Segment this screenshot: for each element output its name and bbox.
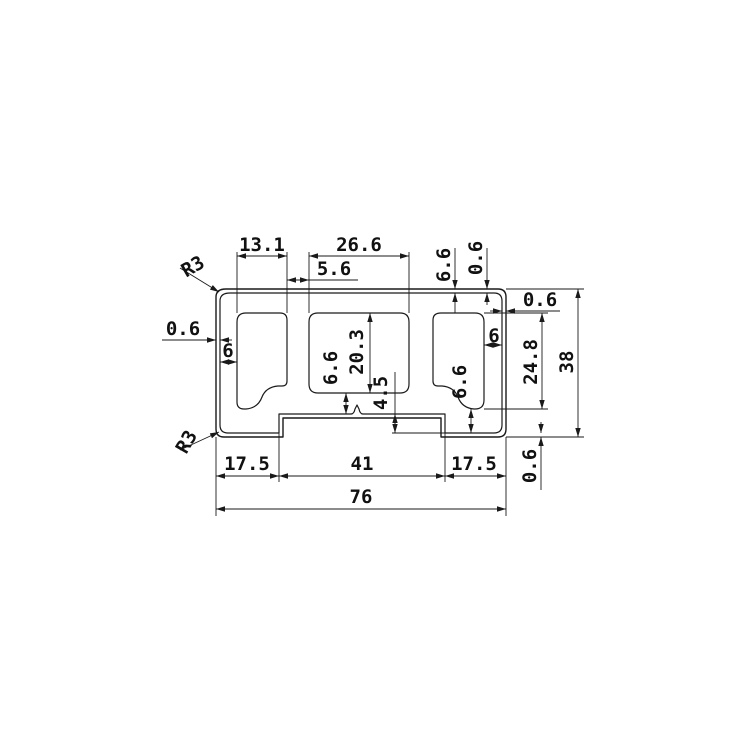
dim-label-13-1: 13.1 bbox=[239, 234, 285, 256]
right-chamber bbox=[432, 312, 485, 410]
dim-label-4-5: 4.5 bbox=[370, 376, 392, 410]
dim-label-6-6-mid: 6.6 bbox=[320, 351, 342, 385]
dim-label-76: 76 bbox=[350, 486, 373, 508]
dim-label-0-6-bottom: 0.6 bbox=[519, 449, 541, 483]
dim-label-38: 38 bbox=[556, 351, 578, 374]
dimension-labels: R3 R3 13.1 26.6 5.6 6.6 0.6 0.6 0.6 6 6 … bbox=[166, 234, 578, 508]
dim-label-26-6: 26.6 bbox=[336, 234, 382, 256]
dim-label-17-5-left: 17.5 bbox=[224, 453, 270, 475]
dim-label-0-6-left: 0.6 bbox=[166, 318, 200, 340]
dim-label-41: 41 bbox=[351, 453, 374, 475]
dim-label-6-6-right: 6.6 bbox=[449, 365, 471, 399]
dimension-lines bbox=[162, 248, 584, 516]
dim-label-0-6-top: 0.6 bbox=[465, 241, 487, 275]
dim-label-24-8: 24.8 bbox=[520, 339, 542, 385]
dim-label-20-3: 20.3 bbox=[346, 329, 368, 375]
dim-label-5-6: 5.6 bbox=[317, 258, 351, 280]
profile-outline bbox=[215, 288, 507, 438]
dim-label-17-5-right: 17.5 bbox=[451, 453, 497, 475]
middle-chamber bbox=[308, 312, 410, 394]
dim-label-radius-bottom: R3 bbox=[172, 427, 202, 458]
dim-label-6-6-top: 6.6 bbox=[433, 248, 455, 282]
dim-label-6-right: 6 bbox=[488, 325, 499, 347]
left-chamber bbox=[236, 312, 288, 410]
dim-label-radius-top: R3 bbox=[178, 252, 209, 282]
dim-label-6-left: 6 bbox=[222, 340, 233, 362]
dim-label-0-6-right: 0.6 bbox=[523, 289, 557, 311]
